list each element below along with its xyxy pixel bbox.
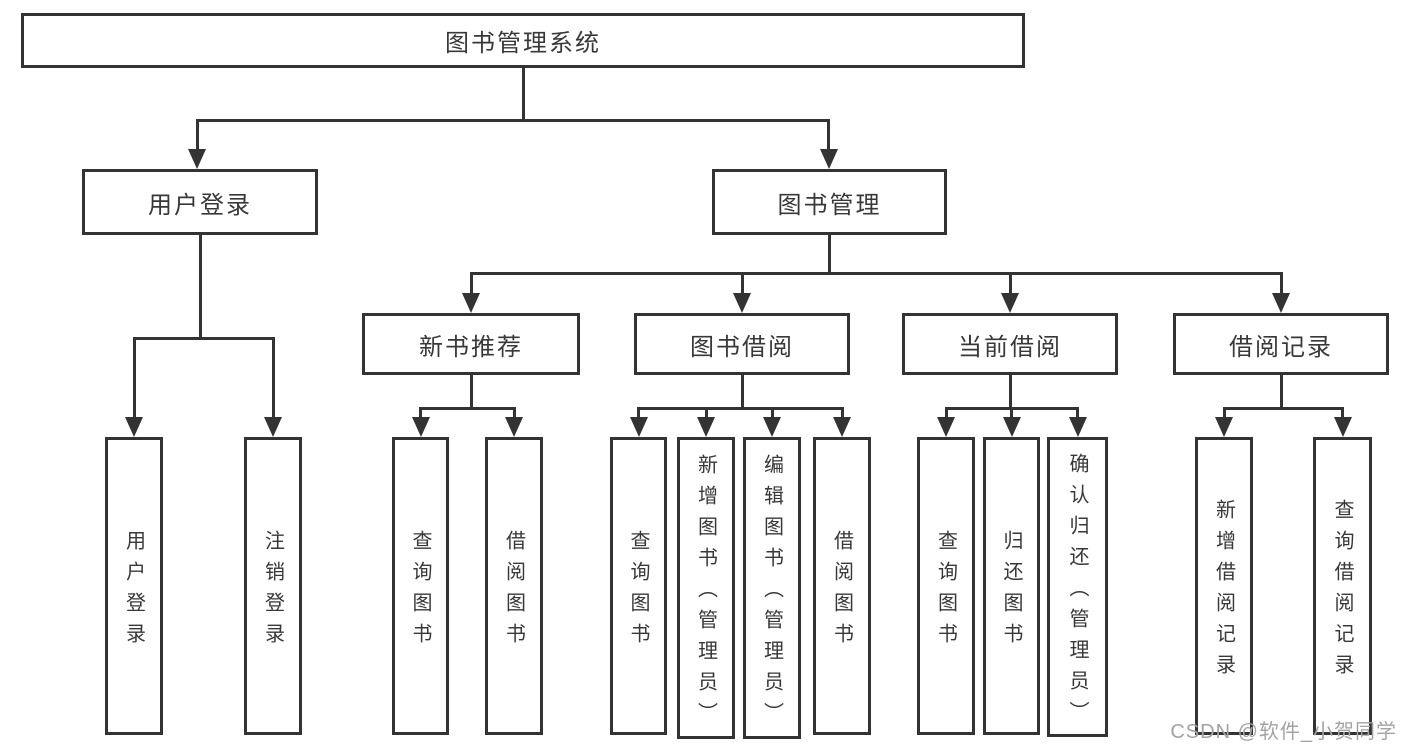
connector-line [1341, 407, 1344, 417]
arrow-down-icon [125, 417, 143, 437]
connector-line [1008, 272, 1012, 293]
leaf-label: 新增图书（管理员） [694, 454, 717, 733]
node-new-book-recommend: 新书推荐 [362, 313, 580, 375]
arrow-down-icon [462, 293, 480, 313]
leaf-label: 借阅图书 [502, 529, 525, 654]
connector-line [271, 337, 275, 417]
arrow-down-icon [1333, 417, 1352, 437]
arrow-down-icon [819, 149, 838, 169]
leaf-add-book-admin: 新增图书（管理员） [677, 437, 735, 739]
leaf-user-login: 用户登录 [105, 437, 163, 735]
arrow-down-icon [505, 417, 523, 437]
connector-line [704, 407, 708, 417]
arrow-down-icon [1001, 293, 1019, 313]
node-user-login: 用户登录 [82, 169, 318, 235]
leaf-label: 借阅图书 [830, 529, 853, 654]
leaf-borrow-books-borrowing: 借阅图书 [813, 437, 871, 735]
leaf-label: 注销登录 [261, 529, 284, 654]
leaf-confirm-return-admin: 确认归还（管理员） [1047, 437, 1108, 737]
arrow-down-icon [763, 417, 781, 437]
arrow-down-icon [1068, 417, 1087, 437]
leaf-logout: 注销登录 [244, 437, 302, 735]
connector-line [195, 119, 830, 122]
arrow-down-icon [1272, 293, 1290, 313]
connector-line [740, 272, 744, 293]
leaf-borrow-books-recommend: 借阅图书 [485, 437, 543, 735]
leaf-label: 新增借阅记录 [1212, 498, 1235, 685]
leaf-label: 查询图书 [934, 529, 957, 654]
node-book-borrowing: 图书借阅 [634, 313, 850, 375]
connector-line [198, 235, 202, 337]
arrow-down-icon [1002, 417, 1021, 437]
node-book-management: 图书管理 [712, 169, 947, 235]
connector-line [1008, 375, 1012, 407]
connector-line [1279, 375, 1283, 407]
connector-line [419, 407, 422, 417]
connector-line [1279, 272, 1283, 293]
connector-line [944, 407, 948, 417]
arrow-down-icon [1215, 417, 1233, 437]
leaf-edit-book-admin: 编辑图书（管理员） [743, 437, 801, 739]
leaf-label: 确认归还（管理员） [1066, 453, 1088, 732]
connector-line [828, 235, 831, 272]
leaf-label: 归还图书 [1000, 529, 1022, 654]
arrow-down-icon [937, 417, 955, 437]
connector-line [1222, 407, 1226, 417]
arrow-down-icon [733, 293, 751, 313]
connector-line [469, 272, 1283, 275]
arrow-down-icon [188, 149, 206, 169]
leaf-return-books: 归还图书 [983, 437, 1040, 735]
arrow-down-icon [411, 417, 430, 437]
arrow-down-icon [264, 417, 282, 437]
connector-line [469, 375, 473, 407]
leaf-query-books-borrowing: 查询图书 [610, 437, 667, 735]
connector-line [195, 119, 199, 149]
connector-line [770, 407, 774, 417]
node-root: 图书管理系统 [21, 13, 1025, 68]
arrow-down-icon [833, 417, 851, 437]
connector-line [132, 337, 275, 340]
connector-line [521, 68, 525, 119]
leaf-query-books-current: 查询图书 [917, 437, 975, 735]
leaf-label: 查询图书 [409, 529, 431, 654]
node-borrowing-records: 借阅记录 [1173, 313, 1389, 375]
connector-line [469, 272, 473, 293]
arrow-down-icon [629, 417, 648, 437]
node-current-borrowing: 当前借阅 [902, 313, 1118, 375]
connector-line [419, 407, 516, 410]
arrow-down-icon [697, 417, 715, 437]
leaf-label: 编辑图书（管理员） [760, 454, 783, 733]
leaf-add-borrow-record: 新增借阅记录 [1195, 437, 1253, 735]
leaf-label: 查询借阅记录 [1331, 498, 1353, 685]
leaf-label: 查询图书 [627, 529, 649, 654]
connector-line [840, 407, 844, 417]
connector-line [637, 407, 844, 410]
connector-line [132, 337, 136, 417]
leaf-label: 用户登录 [122, 529, 145, 654]
watermark: CSDN @软件_小贺同学 [1170, 721, 1397, 743]
connector-line [740, 375, 744, 407]
connector-line [1010, 407, 1013, 417]
leaf-query-books-recommend: 查询图书 [392, 437, 449, 735]
connector-line [1076, 407, 1079, 417]
connector-line [512, 407, 516, 417]
connector-line [827, 119, 830, 149]
connector-line [1222, 407, 1344, 410]
leaf-query-borrow-record: 查询借阅记录 [1313, 437, 1372, 735]
connector-line [637, 407, 640, 417]
